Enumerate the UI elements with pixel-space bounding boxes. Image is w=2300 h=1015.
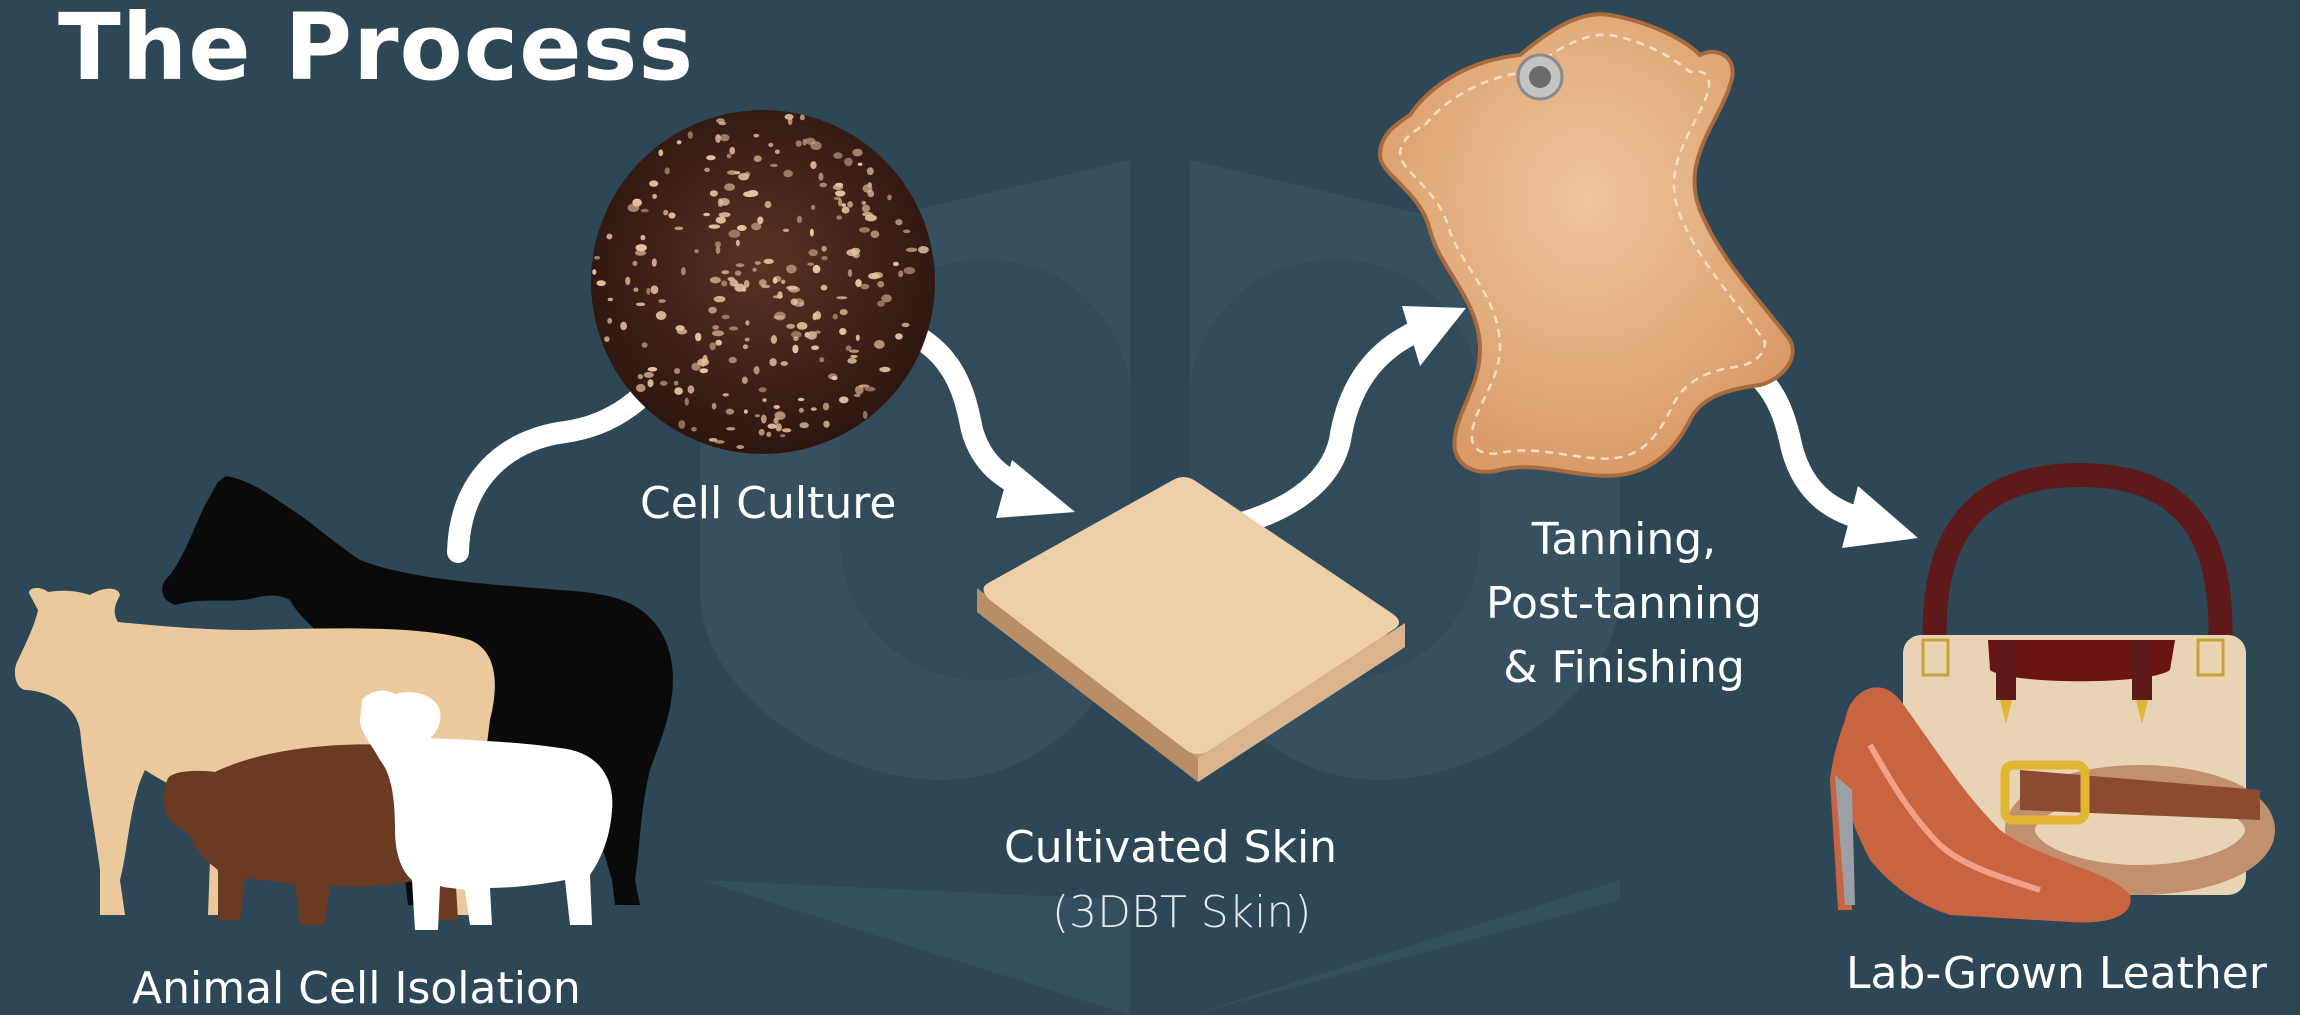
label-cell-culture: Cell Culture — [640, 478, 896, 529]
label-tanning-line-1: Tanning, — [1486, 508, 1762, 572]
label-cultivated-skin: Cultivated Skin — [1004, 822, 1337, 873]
label-lab-grown-leather: Lab-Grown Leather — [1846, 948, 2267, 999]
animal-silhouettes — [15, 476, 673, 930]
leather-products — [1830, 475, 2260, 923]
label-cultivated-skin-sub: (3DBT Skin) — [1052, 887, 1311, 938]
page-title: The Process — [58, 0, 694, 101]
label-tanning-line-2: Post-tanning — [1486, 572, 1762, 636]
label-tanning: Tanning, Post-tanning & Finishing — [1486, 508, 1762, 700]
cell-culture-dish — [591, 110, 935, 454]
label-tanning-line-3: & Finishing — [1486, 636, 1762, 700]
label-animal-cell-isolation: Animal Cell Isolation — [132, 963, 581, 1014]
bag-handle — [1935, 475, 2221, 650]
